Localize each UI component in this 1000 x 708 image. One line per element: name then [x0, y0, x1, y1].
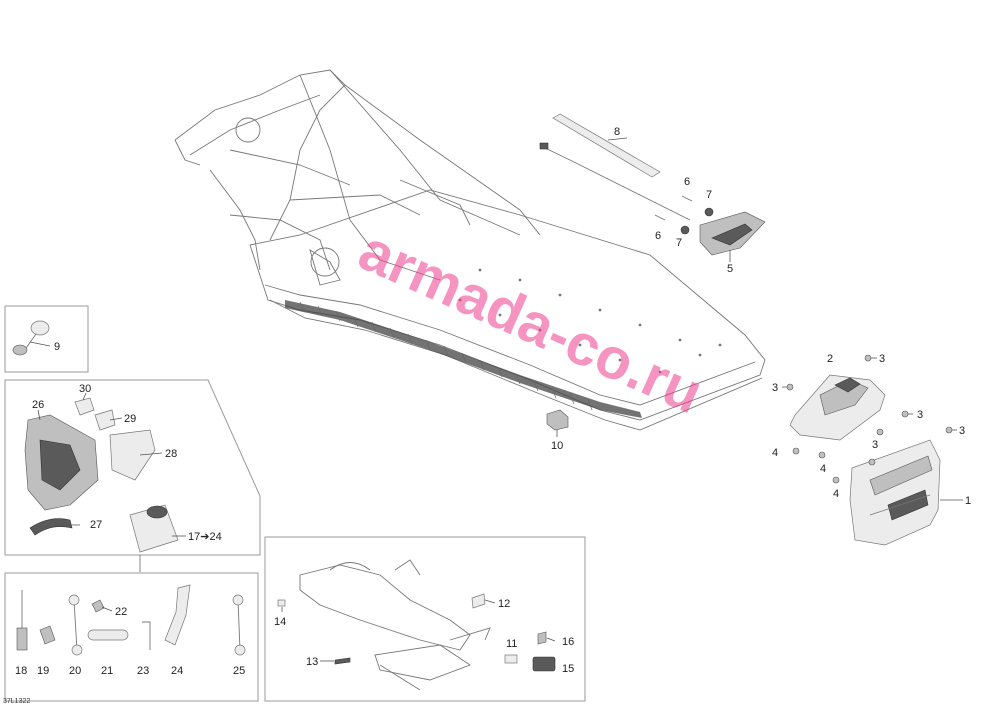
callout-3-c: 3 [917, 409, 923, 421]
part-14 [277, 599, 286, 607]
part-13 [334, 657, 351, 665]
callout-11: 11 [506, 638, 517, 650]
callout-17-24: 17➔24 [188, 531, 222, 543]
part-30 [74, 397, 95, 416]
part-19-socket [39, 625, 56, 645]
part-23-hex-key [142, 621, 151, 650]
callout-16: 16 [562, 636, 574, 648]
callout-28: 28 [165, 448, 177, 460]
kit-parts [24, 392, 186, 572]
callout-1: 1 [965, 495, 971, 507]
callout-21: 21 [101, 665, 113, 677]
callout-20: 20 [69, 665, 81, 677]
callout-29: 29 [124, 413, 136, 425]
callout-12: 12 [498, 598, 510, 610]
callout-3-b: 3 [772, 382, 778, 394]
part-15 [532, 656, 556, 672]
callout-4-a: 4 [772, 447, 778, 459]
part-29 [94, 409, 116, 431]
part-20-wrench [68, 594, 83, 656]
part-7-nut-upper [704, 207, 714, 217]
part-1-snowflap [849, 439, 941, 546]
part-10 [546, 409, 569, 437]
tools [16, 584, 246, 656]
part-25-wrench [232, 594, 246, 656]
drawing-code: 37L1322 [3, 698, 31, 705]
part-17-24-bottle [129, 504, 179, 553]
callout-18: 18 [15, 665, 27, 677]
callout-3-e: 3 [872, 439, 878, 451]
part-27-strap [29, 518, 73, 536]
callout-9: 9 [54, 341, 60, 353]
callout-27: 27 [90, 519, 102, 531]
box-sled-overview [264, 536, 586, 702]
taillight-group [539, 113, 766, 262]
part-9-mirror [12, 320, 51, 356]
part-28 [109, 429, 156, 481]
callout-23: 23 [137, 665, 149, 677]
taillight-harness [544, 147, 691, 221]
callout-2: 2 [827, 353, 833, 365]
callout-15: 15 [562, 663, 574, 675]
part-6-screw-lower [654, 214, 666, 221]
callout-24: 24 [171, 665, 183, 677]
callout-10: 10 [551, 440, 563, 452]
callout-5: 5 [727, 263, 733, 275]
callout-6-b: 6 [655, 230, 661, 242]
callout-6-a: 6 [684, 176, 690, 188]
chassis-frame [174, 69, 766, 431]
box-parts-17-30 [4, 379, 261, 556]
callout-numbers: 1 2 3 3 3 3 3 4 4 4 5 6 6 7 7 8 9 10 11 … [15, 126, 971, 677]
callout-7-a: 7 [706, 189, 712, 201]
callout-4-c: 4 [833, 488, 839, 500]
callout-25: 25 [233, 665, 245, 677]
callout-3-d: 3 [959, 425, 965, 437]
part-24-tool [164, 584, 191, 646]
callout-4-b: 4 [820, 463, 826, 475]
callout-19: 19 [37, 665, 49, 677]
callout-8: 8 [614, 126, 620, 138]
callout-30: 30 [79, 383, 91, 395]
callout-3-a: 3 [879, 353, 885, 365]
callout-13: 13 [306, 656, 318, 668]
part-7-nut-lower [680, 225, 690, 235]
flap-logo [887, 489, 929, 521]
part-11 [504, 654, 518, 664]
part-8-strip [552, 113, 661, 178]
part-22-nut [91, 599, 105, 613]
sled-overview [277, 559, 556, 691]
part-16 [537, 631, 547, 645]
box-part-9 [4, 305, 89, 373]
part-18-screwdriver [16, 590, 28, 651]
callout-14: 14 [274, 616, 286, 628]
part-21-strap [87, 629, 129, 641]
box-parts-18-25 [4, 572, 259, 702]
part-12 [471, 593, 486, 609]
snowflap-group [782, 354, 963, 546]
callout-22: 22 [115, 606, 127, 618]
callout-7-b: 7 [676, 237, 682, 249]
callout-26: 26 [32, 399, 44, 411]
part-6-screw-upper [681, 195, 693, 202]
watermark: armada-co.ru [350, 217, 712, 426]
